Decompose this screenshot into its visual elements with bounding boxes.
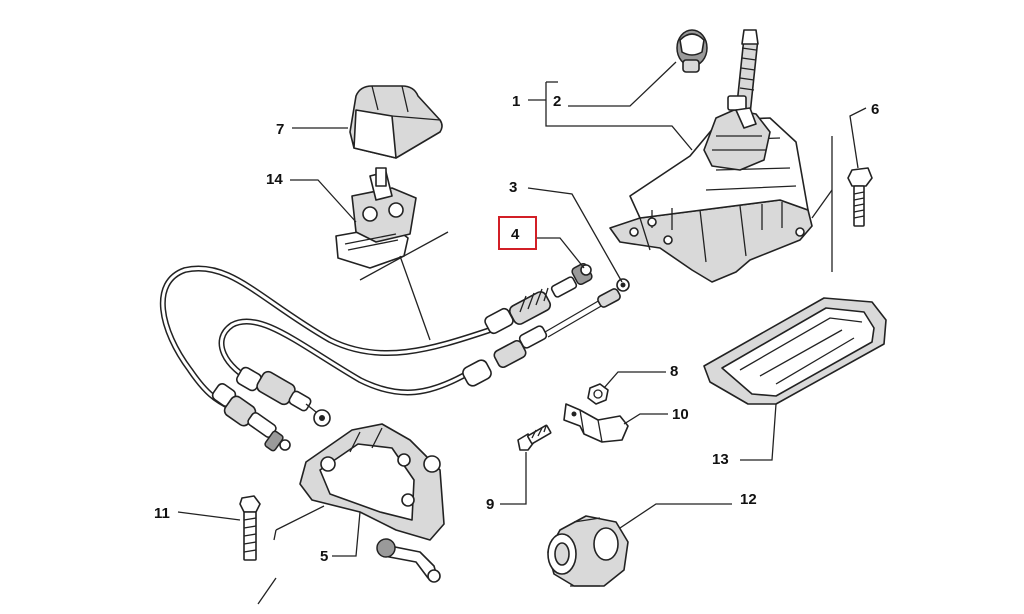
callout-labels: 1 2 3 4 5 6 7 8 9 10 11 12 13 14 — [154, 93, 879, 565]
callout-7: 7 — [276, 121, 284, 138]
part-2-gear-knob — [676, 29, 708, 73]
callout-4: 4 — [511, 226, 520, 243]
part-7-knob-cover — [349, 85, 443, 159]
leader-lines — [177, 61, 867, 605]
part-10-bracket — [563, 403, 629, 443]
part-11-bolt — [239, 495, 261, 561]
callout-5: 5 — [320, 548, 328, 565]
callout-12: 12 — [740, 491, 757, 508]
callout-4-highlight-box — [498, 216, 537, 250]
callout-9: 9 — [486, 496, 494, 513]
part-5-shift-bracket — [299, 423, 445, 583]
gear-cables — [159, 262, 630, 452]
callout-10: 10 — [672, 406, 689, 423]
callout-3: 3 — [509, 179, 517, 196]
part-14-selector-housing — [335, 167, 417, 269]
part-6-screw — [847, 167, 873, 227]
callout-8: 8 — [670, 363, 678, 380]
callout-6: 6 — [871, 101, 879, 118]
part-12-rubber-mount — [547, 515, 629, 587]
cable-3-end-fitting — [462, 278, 630, 387]
part-1-gear-lever-assembly — [609, 29, 813, 283]
part-8-nut — [587, 383, 609, 405]
callout-11: 11 — [154, 505, 170, 522]
callout-13: 13 — [712, 451, 729, 468]
part-13-tray — [703, 297, 887, 405]
callout-14: 14 — [266, 171, 283, 188]
part-9-bolt — [517, 424, 552, 451]
lower-cable-end-fittings — [211, 366, 331, 452]
callout-1: 1 — [512, 93, 520, 110]
callout-2: 2 — [553, 93, 561, 110]
cable-4-end-fitting — [484, 262, 593, 335]
